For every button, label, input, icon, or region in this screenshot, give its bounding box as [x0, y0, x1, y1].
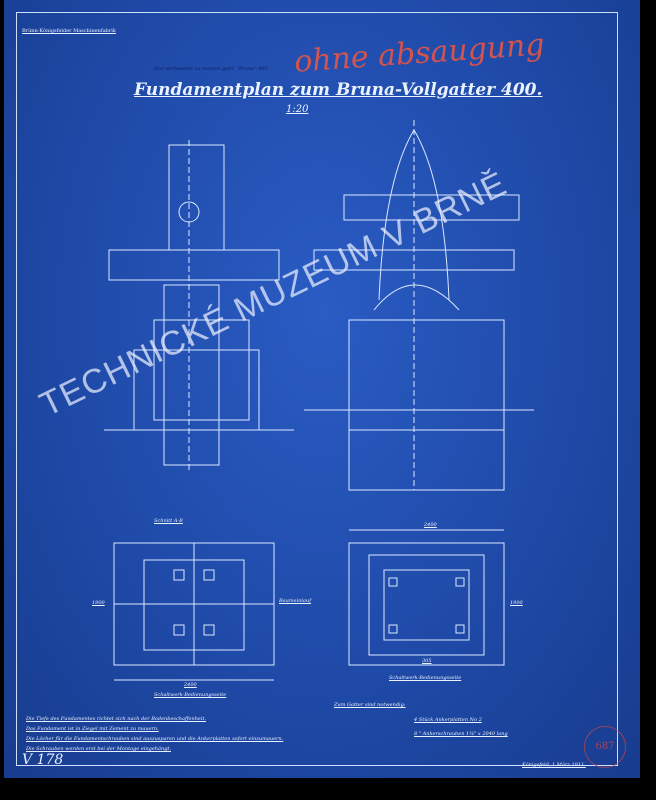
- dim-2400-left: 2400: [184, 682, 197, 688]
- parts-item-2: 8 " Ankerschrauben 1¼" x 2040 lang: [414, 731, 508, 737]
- note-1: Die Tiefe des Fundamentes richtet sich n…: [26, 716, 207, 722]
- dim-1900-left: 1900: [92, 600, 105, 606]
- section-label: Schnitt A-B: [154, 518, 183, 524]
- plan-right: [348, 529, 505, 666]
- note-2: Das Fundament ist in Ziegel mit Zement z…: [26, 726, 159, 732]
- parts-heading: Zum Gatter sind notwendig:: [334, 702, 406, 708]
- parts-item-1: 4 Stück Ankerplatten No 2: [414, 717, 482, 723]
- blueprint-sheet: Brünn-Königsfelder Maschinenfabrik ohne …: [4, 0, 640, 778]
- front-elevation: [304, 120, 534, 491]
- dim-1900-right: 1900: [510, 600, 523, 606]
- plan-left-caption: Schaltwerk-Bedienungsseite: [154, 692, 227, 698]
- plan-left: [113, 542, 275, 681]
- drawing-number: V 178: [22, 752, 64, 768]
- maker-label: Brünn-Königsfelder Maschinenfabrik: [22, 28, 116, 34]
- drawing-frame: [16, 12, 618, 766]
- dim-2400-right: 2400: [424, 522, 437, 528]
- plan-right-caption: Schaltwerk-Bedienungsseite: [389, 675, 462, 681]
- technical-drawing: [104, 120, 534, 681]
- subtitle: Nur verbunden zu nennen gebr. "Bruna" 40…: [154, 66, 268, 72]
- note-3: Die Löcher für die Fundamentschrauben si…: [26, 736, 284, 742]
- baumeinlauf-label: Baumeinlauf: [279, 598, 312, 604]
- side-elevation: [104, 140, 294, 470]
- drawing-scale: 1:20: [286, 104, 309, 115]
- note-4: Die Schrauben werden erst bei der Montag…: [26, 746, 172, 752]
- drawing-title: Fundamentplan zum Bruna-Vollgatter 400.: [134, 80, 543, 100]
- dim-305: 305: [422, 658, 432, 664]
- place-date: Königsfeld, 1 März 1911.: [522, 762, 586, 768]
- archive-stamp: 687: [584, 726, 626, 768]
